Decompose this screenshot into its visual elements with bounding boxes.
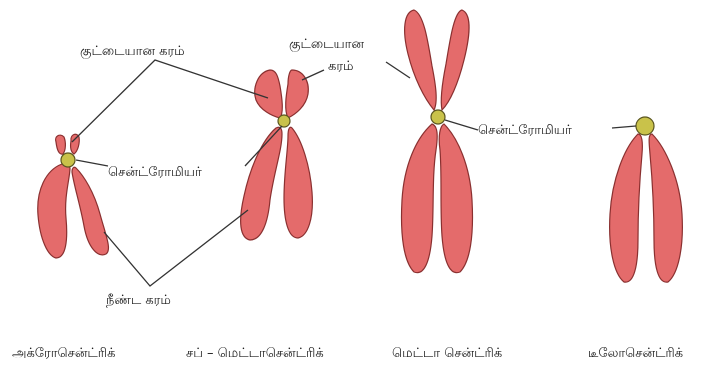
centromere-pointer-left <box>76 160 108 166</box>
metacentric-centromere-pointer <box>445 120 478 130</box>
metacentric-short-arm-pointer <box>386 62 410 78</box>
caption-submetacentric: சப் – மெட்டாசென்ட்ரிக் <box>186 346 324 361</box>
telocentric-centromere-pointer <box>612 126 636 128</box>
metacentric-chromosome <box>402 10 473 273</box>
submetacentric-centromere <box>278 115 290 127</box>
acrocentric-long-arm-right <box>72 167 108 255</box>
acrocentric-short-arm-left <box>56 135 66 154</box>
metacentric-upper-arm-left <box>405 10 437 110</box>
short-arm-pointer-lines <box>72 60 268 142</box>
long-arm-pointer-lines <box>104 210 248 286</box>
caption-acrocentric: அக்ரோசென்ட்ரிக் <box>12 346 115 361</box>
metacentric-upper-arm-right <box>441 10 469 110</box>
telocentric-arm-left <box>610 134 643 282</box>
metacentric-lower-arm-right <box>439 124 472 273</box>
long-arm-label: நீண்ட கரம் <box>106 293 171 308</box>
short-arm-pointer-right <box>302 70 324 80</box>
acrocentric-long-arm-left <box>38 163 70 258</box>
telocentric-chromosome <box>610 117 683 282</box>
submetacentric-short-arm-right <box>286 70 309 118</box>
metacentric-lower-arm-left <box>402 124 438 273</box>
submetacentric-long-arm-right <box>284 127 312 238</box>
short-arm-label-right-line2: கரம் <box>328 59 354 74</box>
short-arm-label-right-line1: குட்டையான <box>289 37 364 52</box>
centromere-label-right: சென்ட்ரோமியர் <box>478 123 572 138</box>
telocentric-centromere <box>636 117 654 135</box>
telocentric-arm-right <box>649 134 682 282</box>
caption-metacentric: மெட்டா சென்ட்ரிக் <box>392 346 502 361</box>
acrocentric-chromosome <box>38 134 109 258</box>
metacentric-centromere <box>431 110 445 124</box>
short-arm-label-left: குட்டையான கரம் <box>80 44 185 59</box>
acrocentric-centromere <box>61 153 75 167</box>
caption-telocentric: டீலோசென்ட்ரிக் <box>588 346 683 361</box>
submetacentric-short-arm-left <box>255 70 283 118</box>
submetacentric-long-arm-left <box>241 127 282 240</box>
acrocentric-short-arm-right <box>71 134 80 154</box>
submetacentric-chromosome <box>241 70 313 240</box>
centromere-label-left: சென்ட்ரோமியர் <box>108 165 202 180</box>
